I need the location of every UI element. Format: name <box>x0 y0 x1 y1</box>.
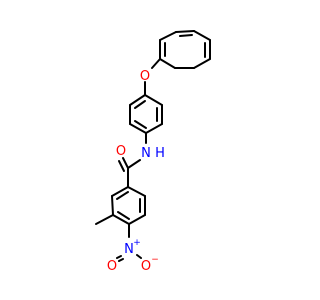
bond <box>111 186 129 197</box>
bond <box>175 30 195 33</box>
bond-double-inner <box>134 120 147 129</box>
bond <box>145 123 163 134</box>
bond <box>129 94 146 106</box>
bond <box>159 58 176 69</box>
bond <box>127 186 146 197</box>
bond-nitro <box>118 258 124 262</box>
bond-double-inner <box>134 100 146 109</box>
nitro-oxygen-left-label: O <box>107 259 117 274</box>
bond <box>151 58 161 69</box>
bond-carbonyl <box>122 157 129 169</box>
bond <box>144 94 163 106</box>
amide-nitrogen-label: N <box>141 146 151 161</box>
bond <box>111 195 114 216</box>
bond-nitro <box>116 255 122 259</box>
bond-double-inner <box>116 191 129 200</box>
bond <box>193 30 211 41</box>
nitro-oxygen-right-label: O <box>141 259 151 274</box>
bond-carbonyl <box>118 160 125 172</box>
nitro-oxygen-right-charge: − <box>151 255 159 265</box>
bond <box>112 214 130 225</box>
carbonyl-oxygen-label: O <box>116 144 126 159</box>
bond <box>129 123 147 134</box>
bond-nitro <box>136 254 142 259</box>
bond <box>159 31 177 41</box>
nitro-nitrogen-charge: + <box>133 238 141 248</box>
bond-double-inner <box>117 211 130 220</box>
molecule-drawing: O N H O N + O O − <box>95 30 211 274</box>
atom-labels: O N H O N + O O − <box>107 69 165 274</box>
bond <box>193 58 211 69</box>
bond <box>128 214 146 225</box>
bond-double-inner <box>179 34 193 37</box>
phenoxy-oxygen-label: O <box>140 69 150 84</box>
amide-hydrogen-label: H <box>155 146 165 161</box>
bond <box>127 159 141 169</box>
bond-lines <box>95 30 211 262</box>
bond-methyl <box>95 214 114 225</box>
structure-canvas: O N H O N + O O − <box>95 30 211 274</box>
nitro-nitrogen-label: N <box>124 242 134 257</box>
